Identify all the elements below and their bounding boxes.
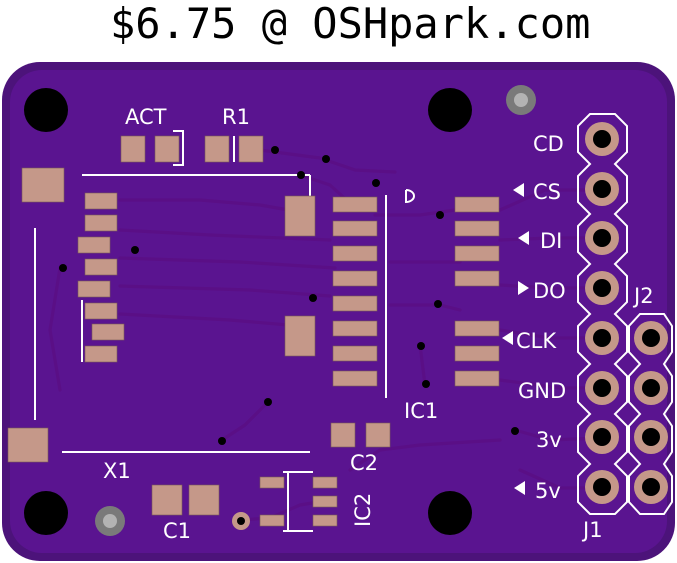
r1-label: R1: [222, 105, 250, 129]
c1-label: C1: [163, 519, 191, 543]
x1-label: X1: [103, 459, 131, 483]
sd-card-socket-x1: X1: [7, 167, 316, 483]
mounting-hole-bottom-center: [428, 491, 472, 535]
mounting-holes: [24, 85, 536, 536]
pin-label-3v: 3v: [536, 428, 562, 452]
pin-label-do: DO: [533, 279, 566, 303]
ic1-chip: IC1: [332, 189, 500, 423]
pin-label-cd: CD: [533, 132, 564, 156]
mounting-hole-top-center: [428, 88, 472, 132]
ic2-regulator: IC2: [259, 471, 375, 532]
ic1-label: IC1: [404, 399, 438, 423]
header-j1: J1: [577, 113, 628, 542]
pin-label-cs: CS: [533, 180, 561, 204]
act-led: ACT: [120, 105, 184, 166]
capacitor-c1: C1: [151, 484, 220, 543]
arrow-in-icon: [518, 231, 529, 245]
header-j2: J2: [628, 284, 673, 515]
mounting-hole-top-left: [24, 88, 68, 132]
mounting-hole-bottom-left: [24, 491, 68, 535]
arrow-in-icon: [502, 331, 513, 345]
pin-label-gnd: GND: [518, 379, 566, 403]
j2-pins: [634, 321, 668, 504]
arrow-in-icon: [513, 183, 524, 197]
pin-labels: CD CS DI DO CLK GND 3v 5v: [502, 132, 566, 503]
arrow-in-icon: [514, 481, 525, 495]
copper-pour: [10, 70, 667, 553]
vias: [59, 146, 519, 445]
ic2-label: IC2: [351, 493, 375, 527]
act-label: ACT: [125, 105, 167, 129]
j1-pins: [585, 122, 619, 504]
j2-label: J2: [632, 284, 654, 308]
pin-label-5v: 5v: [535, 479, 561, 503]
arrow-out-icon: [518, 281, 529, 295]
j1-label: J1: [581, 518, 603, 542]
capacitor-c2: C2: [330, 422, 391, 475]
resistor-r1: R1: [204, 105, 264, 163]
pin-label-clk: CLK: [516, 329, 557, 353]
pin-label-di: DI: [540, 229, 562, 253]
price-title: $6.75 @ OSHpark.com: [110, 0, 590, 48]
c2-label: C2: [350, 451, 378, 475]
